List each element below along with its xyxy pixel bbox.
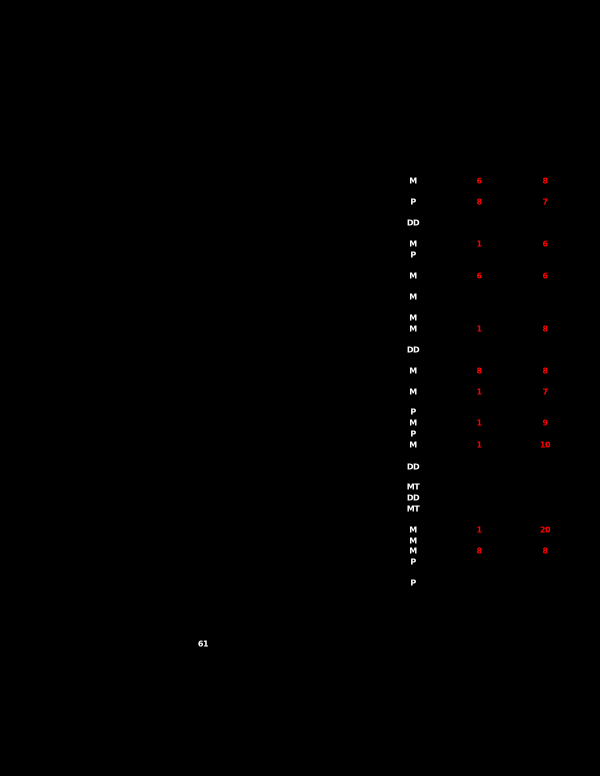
row-label: DD: [406, 493, 420, 503]
row-value-col2: 9: [542, 418, 548, 428]
row-label: M: [409, 387, 417, 397]
row-label: DD: [406, 462, 420, 472]
row-value-col1: 1: [476, 440, 482, 450]
row-label: M: [409, 366, 417, 376]
row-label: M: [409, 546, 417, 556]
row-value-col2: 10: [539, 440, 551, 450]
row-label: M: [409, 536, 417, 546]
row-label: M: [409, 271, 417, 281]
row-label: P: [410, 429, 416, 439]
row-value-col2: 8: [542, 324, 548, 334]
row-label: M: [409, 418, 417, 428]
row-value-col2: 20: [539, 525, 551, 535]
row-value-col2: 6: [542, 271, 548, 281]
row-label: M: [409, 525, 417, 535]
row-value-col2: 6: [542, 239, 548, 249]
row-value-col1: 6: [476, 271, 482, 281]
row-label: M: [409, 324, 417, 334]
row-label: M: [409, 176, 417, 186]
row-value-col1: 1: [476, 387, 482, 397]
row-value-col1: 1: [476, 239, 482, 249]
row-value-col2: 8: [542, 176, 548, 186]
row-label: DD: [406, 345, 420, 355]
row-label: P: [410, 557, 416, 567]
row-value-col1: 8: [476, 546, 482, 556]
row-value-col2: 8: [542, 546, 548, 556]
row-value-col2: 7: [542, 197, 548, 207]
row-label: M: [409, 239, 417, 249]
row-label: P: [410, 407, 416, 417]
row-label: MT: [406, 504, 420, 514]
row-label: P: [410, 250, 416, 260]
page-footer-number: 61: [197, 639, 209, 649]
row-label: DD: [406, 218, 420, 228]
row-label: M: [409, 313, 417, 323]
row-label: P: [410, 578, 416, 588]
row-value-col1: 6: [476, 176, 482, 186]
row-value-col2: 8: [542, 366, 548, 376]
row-label: P: [410, 197, 416, 207]
row-value-col1: 1: [476, 418, 482, 428]
row-label: MT: [406, 482, 420, 492]
row-value-col1: 8: [476, 366, 482, 376]
row-value-col1: 1: [476, 324, 482, 334]
row-value-col2: 7: [542, 387, 548, 397]
row-value-col1: 1: [476, 525, 482, 535]
row-value-col1: 8: [476, 197, 482, 207]
row-label: M: [409, 440, 417, 450]
row-label: M: [409, 292, 417, 302]
